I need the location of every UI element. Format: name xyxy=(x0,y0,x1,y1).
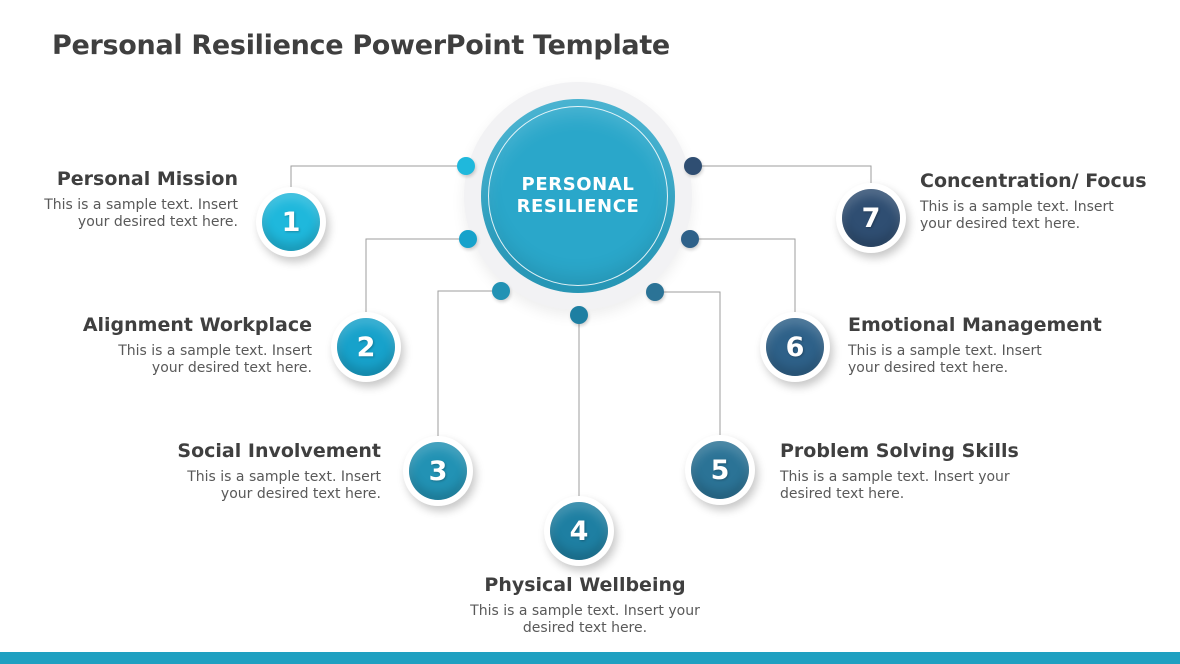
connector-6 xyxy=(690,238,796,315)
connector-2 xyxy=(365,238,468,315)
node-number-5: 5 xyxy=(710,454,730,486)
item-body-2-line2: your desired text here. xyxy=(151,360,312,376)
node-fill-6: 6 xyxy=(766,318,824,376)
item-body-1-line2: your desired text here. xyxy=(77,214,238,230)
item-title-3: Social Involvement xyxy=(177,440,381,462)
item-body-2-line1: This is a sample text. Insert xyxy=(118,343,312,359)
node-fill-7: 7 xyxy=(842,189,900,247)
item-text-3: Social Involvement This is a sample text… xyxy=(177,440,381,503)
item-text-1: Personal Mission This is a sample text. … xyxy=(44,168,238,231)
node-fill-1: 1 xyxy=(262,193,320,251)
hub-dot-7 xyxy=(684,157,702,175)
hub-dot-1 xyxy=(457,157,475,175)
node-circle-5: 5 xyxy=(685,435,755,505)
hub-dot-5 xyxy=(646,283,664,301)
node-circle-3: 3 xyxy=(403,436,473,506)
item-body-4: This is a sample text. Insert your desir… xyxy=(435,603,735,637)
node-circle-7: 7 xyxy=(836,183,906,253)
connector-5 xyxy=(655,291,721,438)
hub-dot-4 xyxy=(570,306,588,324)
node-fill-2: 2 xyxy=(337,318,395,376)
connector-3 xyxy=(437,290,501,439)
item-body-6: This is a sample text. Insert your desir… xyxy=(848,343,1102,377)
footer-accent-bar xyxy=(0,652,1180,664)
item-body-5-line2: desired text here. xyxy=(780,486,905,502)
item-body-6-line1: This is a sample text. Insert xyxy=(848,343,1042,359)
item-text-7: Concentration/ Focus This is a sample te… xyxy=(920,170,1147,233)
node-number-3: 3 xyxy=(428,455,448,487)
node-fill-3: 3 xyxy=(409,442,467,500)
node-number-2: 2 xyxy=(356,331,376,363)
node-number-7: 7 xyxy=(861,202,881,234)
node-fill-4: 4 xyxy=(550,502,608,560)
item-body-4-line2: desired text here. xyxy=(522,620,648,636)
item-text-2: Alignment Workplace This is a sample tex… xyxy=(83,314,312,377)
item-body-4-line1: This is a sample text. Insert your xyxy=(470,603,700,619)
node-circle-4: 4 xyxy=(544,496,614,566)
center-circle: PERSONAL RESILIENCE xyxy=(481,99,675,293)
item-body-5-line1: This is a sample text. Insert your xyxy=(780,469,1010,485)
item-body-7-line2: your desired text here. xyxy=(920,216,1081,232)
node-number-1: 1 xyxy=(281,206,301,238)
node-circle-2: 2 xyxy=(331,312,401,382)
item-body-5: This is a sample text. Insert your desir… xyxy=(780,469,1019,503)
item-body-6-line2: your desired text here. xyxy=(848,360,1009,376)
item-text-5: Problem Solving Skills This is a sample … xyxy=(780,440,1019,503)
item-title-1: Personal Mission xyxy=(56,168,238,190)
node-number-6: 6 xyxy=(785,331,805,363)
item-text-6: Emotional Management This is a sample te… xyxy=(848,314,1102,377)
item-body-7: This is a sample text. Insert your desir… xyxy=(920,199,1147,233)
item-title-7: Concentration/ Focus xyxy=(920,170,1147,192)
slide-title: Personal Resilience PowerPoint Template xyxy=(52,30,670,61)
item-title-6: Emotional Management xyxy=(848,314,1102,336)
node-circle-6: 6 xyxy=(760,312,830,382)
item-body-7-line1: This is a sample text. Insert xyxy=(920,199,1114,215)
item-body-1-line1: This is a sample text. Insert xyxy=(44,197,238,213)
item-body-3: This is a sample text. Insert your desir… xyxy=(177,469,381,503)
node-fill-5: 5 xyxy=(691,441,749,499)
item-title-4: Physical Wellbeing xyxy=(484,574,686,596)
item-body-3-line2: your desired text here. xyxy=(220,486,381,502)
hub-dot-2 xyxy=(459,230,477,248)
hub-dot-6 xyxy=(681,230,699,248)
item-body-1: This is a sample text. Insert your desir… xyxy=(44,197,238,231)
connector-1 xyxy=(290,165,466,190)
hub-dot-3 xyxy=(492,282,510,300)
item-title-5: Problem Solving Skills xyxy=(780,440,1019,462)
node-number-4: 4 xyxy=(569,515,589,547)
node-circle-1: 1 xyxy=(256,187,326,257)
item-title-2: Alignment Workplace xyxy=(82,314,312,336)
item-body-2: This is a sample text. Insert your desir… xyxy=(83,343,312,377)
connector-7 xyxy=(693,165,872,186)
item-body-3-line1: This is a sample text. Insert xyxy=(187,469,381,485)
item-text-4: Physical Wellbeing This is a sample text… xyxy=(435,574,735,637)
